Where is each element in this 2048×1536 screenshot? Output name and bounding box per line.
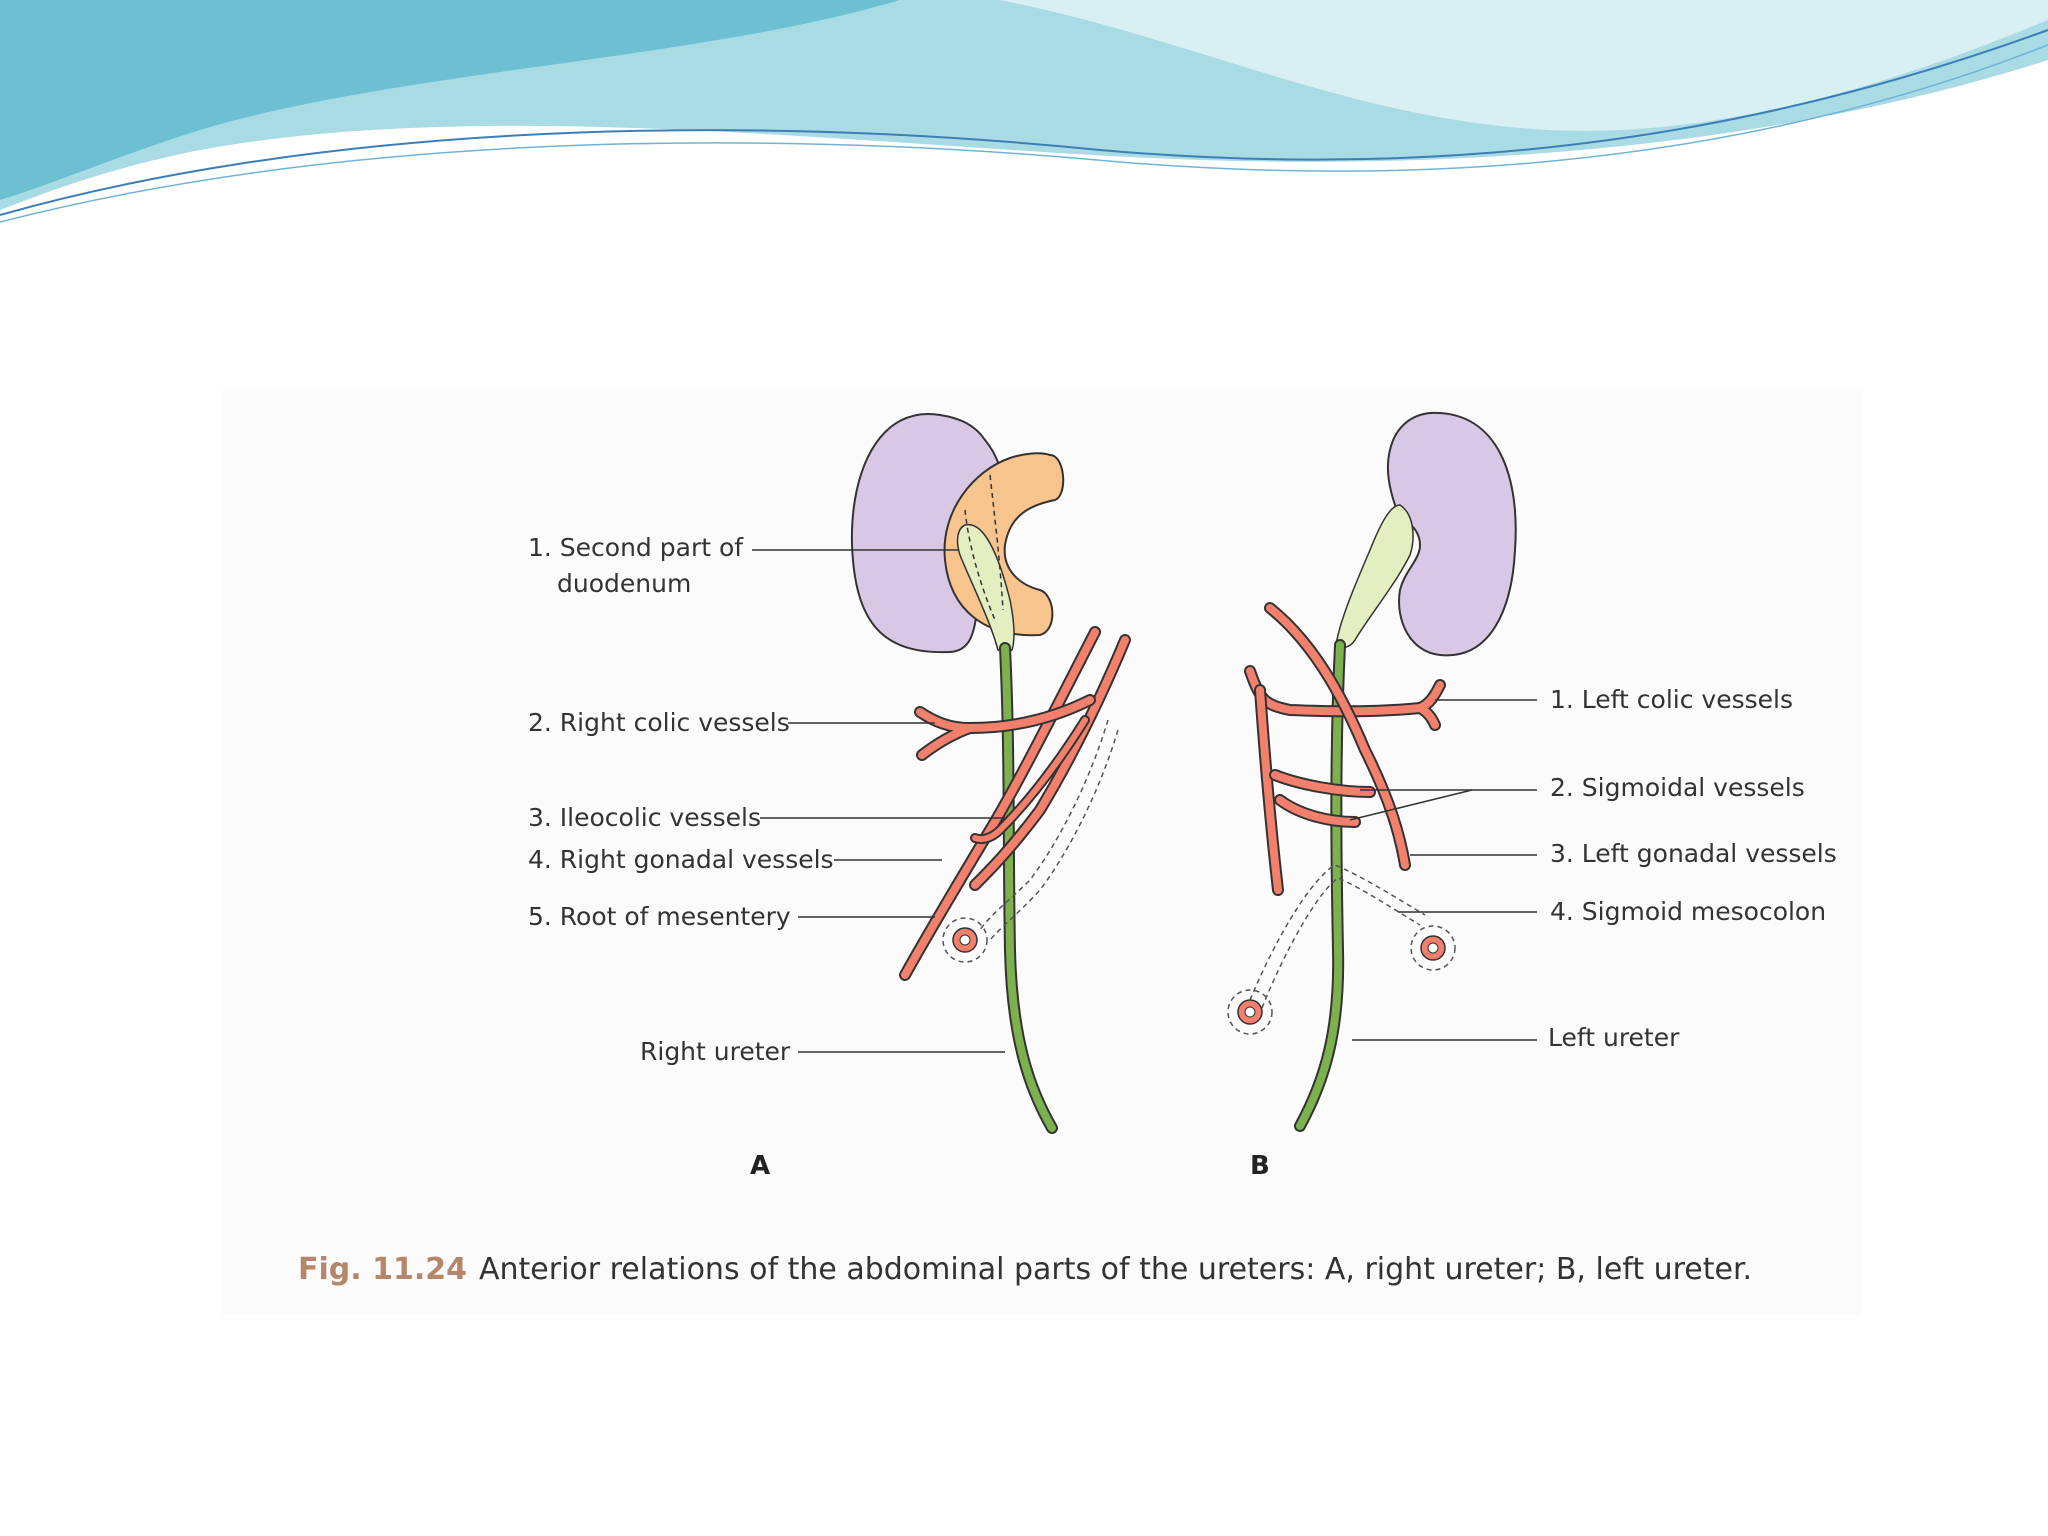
label-right-gonadal-vessels: 4. Right gonadal vessels — [528, 845, 834, 874]
label-ileocolic-vessels: 3. Ileocolic vessels — [528, 803, 761, 832]
banner-line-2 — [0, 44, 2048, 223]
diagram-a: 1. Second part of duodenum 2. Right coli… — [528, 412, 1131, 1181]
figure-panel — [222, 390, 1862, 1315]
panel-letter-a: A — [750, 1151, 770, 1181]
label-second-part-duodenum: 1. Second part of — [528, 533, 744, 562]
figure-number: Fig. 11.24 — [298, 1252, 467, 1287]
label-left-gonadal-vessels: 3. Left gonadal vessels — [1550, 839, 1837, 868]
banner-wave-front — [0, 0, 2048, 131]
vessel-cross-section-a — [942, 917, 988, 963]
panel-letter-b: B — [1250, 1151, 1270, 1181]
left-ureter-fill — [1296, 641, 1344, 1130]
left-kidney-shape — [1386, 411, 1517, 657]
left-renal-pelvis-shape — [1335, 504, 1414, 649]
label-sigmoidal-vessels: 2. Sigmoidal vessels — [1550, 773, 1805, 802]
root-of-mesentery-shape-2 — [989, 729, 1119, 941]
label-second-part-duodenum-line2: duodenum — [557, 569, 691, 598]
right-gonadal-vessels-shape — [899, 626, 1131, 981]
header-wave-banner — [0, 0, 2048, 223]
caption-text: Anterior relations of the abdominal part… — [478, 1252, 1753, 1287]
banner-wave-dark — [0, 0, 900, 200]
diagram-b: 1. Left colic vessels 2. Sigmoidal vesse… — [1227, 411, 1837, 1181]
right-ureter-fill — [1001, 644, 1056, 1132]
leader-lines-b — [1349, 699, 1537, 1041]
left-colic-vessels-shape — [1244, 665, 1446, 731]
vessel-cross-section-b-left — [1227, 989, 1273, 1035]
sigmoidal-vessels-shape — [1269, 769, 1376, 828]
root-of-mesentery-shape — [979, 719, 1109, 931]
sigmoid-mesocolon-shape — [1249, 864, 1426, 1009]
pelvis-dashed-outline — [964, 474, 1004, 621]
banner-line-1 — [0, 29, 2048, 216]
left-gonadal-vessels-shape — [1254, 602, 1411, 896]
label-right-colic-vessels: 2. Right colic vessels — [528, 708, 790, 737]
label-sigmoid-mesocolon: 4. Sigmoid mesocolon — [1550, 897, 1826, 926]
label-right-ureter: Right ureter — [640, 1037, 791, 1066]
right-colic-vessels-shape — [914, 694, 1096, 761]
ileocolic-vessels-shape — [970, 715, 1090, 844]
vessel-cross-section-b-right — [1410, 925, 1456, 971]
label-left-colic-vessels: 1. Left colic vessels — [1550, 685, 1793, 714]
figure-caption: Fig. 11.24 Anterior relations of the abdo… — [298, 1252, 1798, 1287]
leader-lines-a — [752, 549, 1005, 1053]
label-left-ureter: Left ureter — [1548, 1023, 1680, 1052]
label-root-of-mesentery: 5. Root of mesentery — [528, 902, 791, 931]
